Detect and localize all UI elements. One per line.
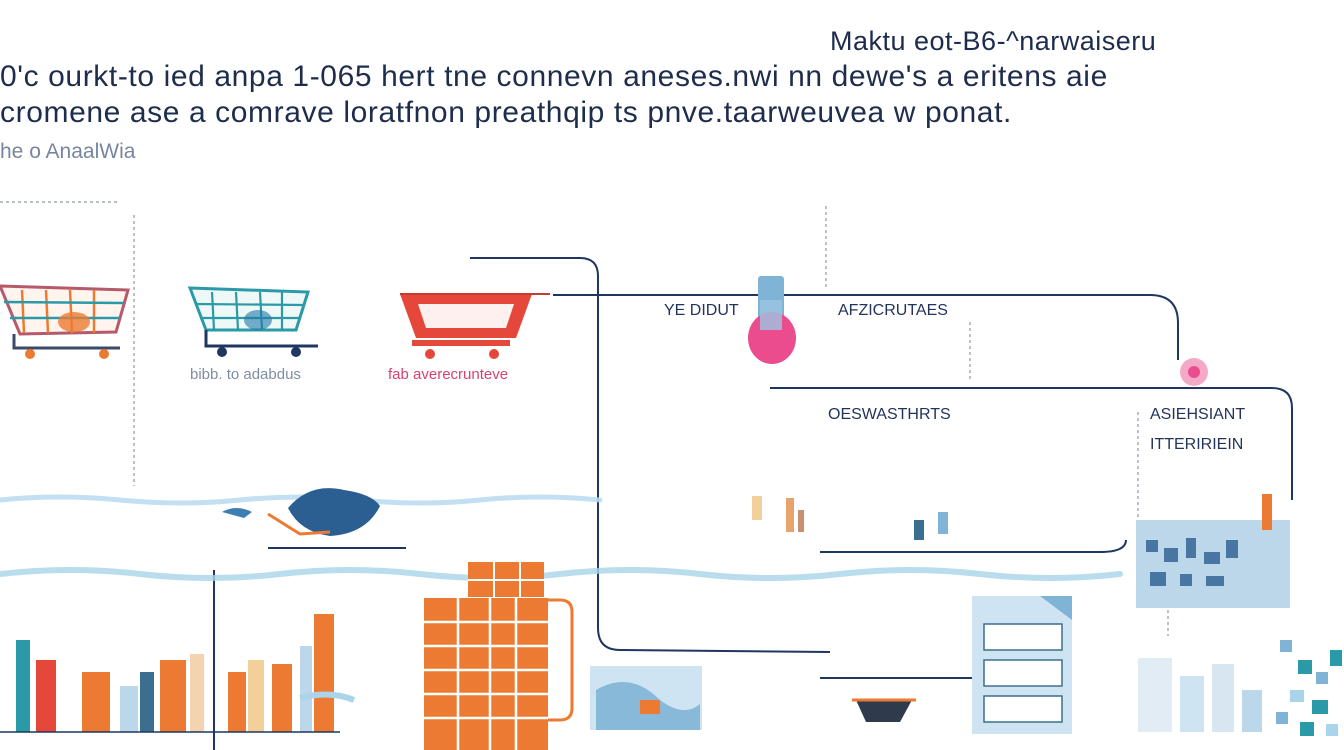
caption-cart-teal: bibb. to adabdus (190, 366, 301, 383)
connector-lines (213, 257, 1293, 750)
label-middle: OESWASTHRTS (828, 406, 951, 423)
label-left: YE DIDUT (664, 302, 739, 319)
pin-icon (1180, 358, 1208, 386)
pixel-cluster-icon (1138, 640, 1342, 736)
label-right-2: ITTERIRIEIN (1150, 436, 1244, 453)
label-right-1: ASIEHSIANT (1150, 406, 1246, 423)
wave-bands (0, 494, 1123, 581)
small-bars-icon (752, 496, 948, 540)
subheading: he o AnaalWia (0, 140, 136, 163)
shopping-cart-icon (187, 286, 318, 357)
building-icon (972, 596, 1072, 734)
fish-icon (222, 488, 380, 536)
caption-cart-red: fab averecrunteve (388, 366, 509, 383)
label-right: AFZICRUTAES (838, 302, 948, 319)
bar-chart-right (228, 614, 334, 732)
bar-chart-left (16, 640, 204, 732)
mailbox-icon (748, 276, 796, 364)
map-tile-icon (590, 666, 702, 730)
headline-line-1: 0'c ourkt-to ied anpa 1-065 hert tne con… (0, 60, 1108, 93)
mosaic-panel-icon (1136, 494, 1290, 608)
spreadsheet-icon (424, 562, 574, 750)
shopping-cart-icon (0, 284, 130, 359)
shopping-cart-icon (400, 293, 550, 359)
headline-line-2: cromene ase a comrave loratfnon preathqi… (0, 96, 1012, 129)
corner-title: Maktu eot-B6-^narwaiseru (830, 26, 1157, 56)
boat-icon (852, 698, 916, 722)
